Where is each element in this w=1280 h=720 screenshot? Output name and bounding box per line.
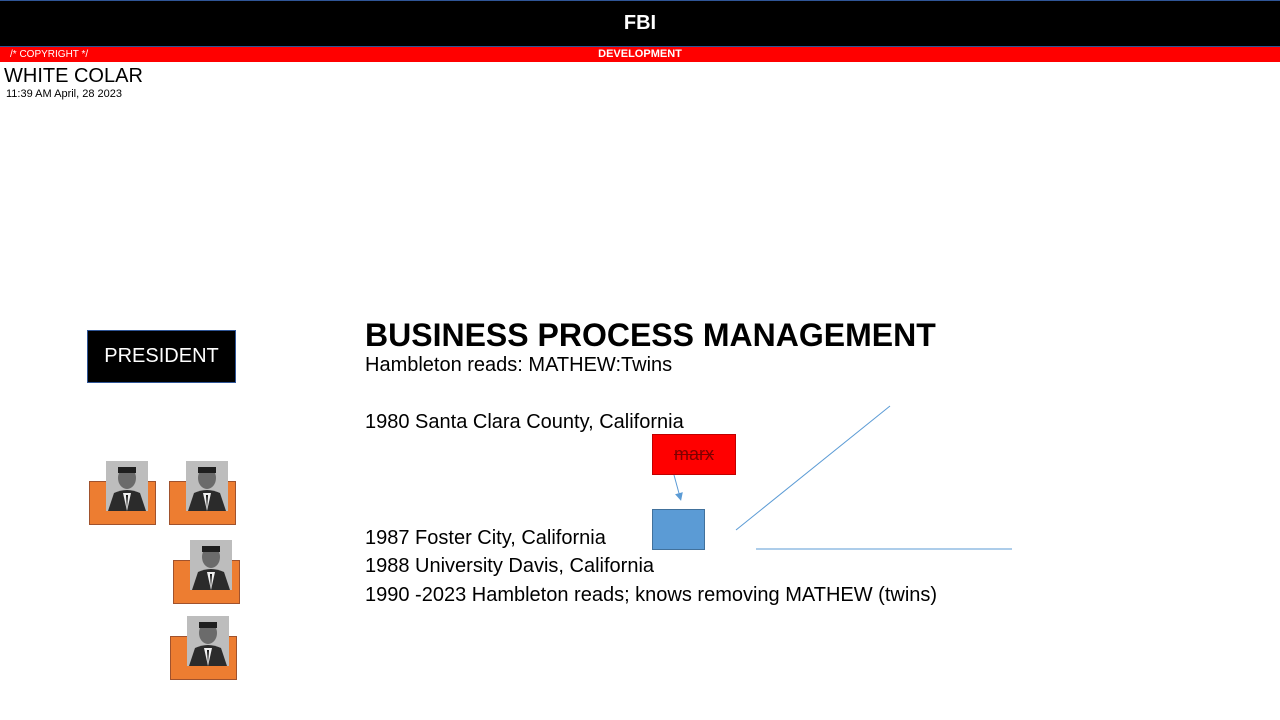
person-portrait-icon [187, 616, 229, 666]
marx-box[interactable]: marx [652, 434, 736, 475]
copyright-notice: /* COPYRIGHT */ [10, 49, 89, 60]
environment-banner: /* COPYRIGHT */ DEVELOPMENT [0, 47, 1280, 62]
diagonal-line [735, 405, 891, 531]
president-box[interactable]: PRESIDENT [87, 330, 236, 383]
title-bar: FBI [0, 0, 1280, 47]
timeline-1990: 1990 -2023 Hambleton reads; knows removi… [365, 584, 938, 606]
section-title: BUSINESS PROCESS MANAGEMENT [365, 317, 936, 353]
timeline-1988: 1988 University Davis, California [365, 555, 655, 577]
blue-box[interactable] [652, 509, 705, 550]
timestamp: 11:39 AM April, 28 2023 [6, 88, 122, 100]
person-portrait-icon [190, 540, 232, 590]
person-portrait-icon [106, 461, 148, 511]
window-title: FBI [623, 12, 657, 34]
timeline-1987: 1987 Foster City, California [365, 527, 606, 549]
president-label: PRESIDENT [104, 345, 219, 367]
person-portrait-icon [186, 461, 228, 511]
timeline-1980: 1980 Santa Clara County, California [365, 411, 684, 433]
app-name: WHITE COLAR [4, 65, 143, 87]
environment-label: DEVELOPMENT [598, 48, 682, 60]
arrow-connector [673, 474, 683, 501]
marx-label: marx [674, 444, 714, 464]
subtitle: Hambleton reads: MATHEW:Twins [365, 354, 673, 376]
